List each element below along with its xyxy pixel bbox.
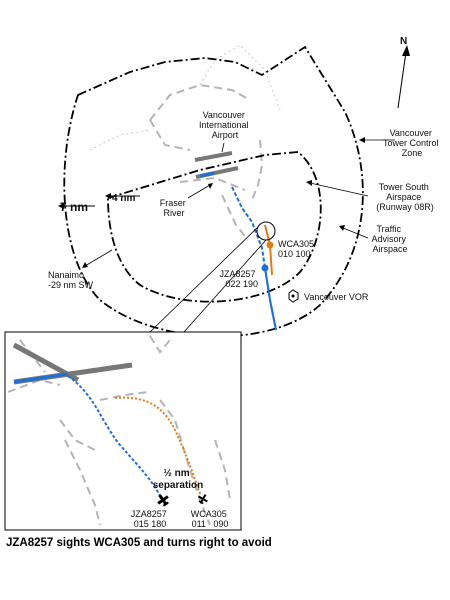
ring-7nm-arrowhead bbox=[58, 203, 64, 209]
nanaimo-label: Nanaimo -29 nm SW bbox=[48, 270, 94, 290]
inset-leader-left bbox=[149, 225, 260, 333]
jza8257-main-label: JZA8257 022 190 bbox=[219, 269, 258, 289]
fraser-river-callout-head bbox=[208, 183, 213, 189]
inset-wca305-aircraft-icon bbox=[198, 494, 208, 505]
vor-icon bbox=[288, 289, 299, 303]
north-arrow-head bbox=[402, 45, 410, 56]
north-label: N bbox=[400, 36, 407, 47]
traffic-advisory-callout-head bbox=[339, 225, 345, 231]
wca305-main-label: WCA305 010 100 bbox=[278, 239, 317, 259]
north-arrow-shaft bbox=[397, 51, 407, 109]
tower-control-zone-boundary bbox=[63, 45, 364, 338]
runway-north bbox=[194, 151, 233, 162]
inset-jza8257-track bbox=[67, 375, 161, 497]
airport-callout bbox=[221, 142, 225, 153]
coastline-fine bbox=[89, 44, 281, 151]
ring-7nm-label: 7 nm bbox=[60, 200, 88, 214]
coastline bbox=[149, 83, 264, 241]
inset-jza8257-aircraft-icon bbox=[157, 494, 169, 507]
inset-coastline bbox=[7, 335, 231, 526]
runway-south-blue bbox=[199, 171, 215, 178]
jza8257-aircraft-dot bbox=[261, 264, 269, 272]
inset-runway-south-blue bbox=[13, 372, 69, 384]
jza8257-track-solid bbox=[264, 267, 277, 331]
inset-map: ½ nm separation JZA8257 015 180 WCA305 0… bbox=[4, 331, 242, 531]
wca305-aircraft-dot bbox=[266, 241, 274, 249]
figure-caption: JZA8257 sights WCA305 and turns right to… bbox=[6, 537, 272, 549]
tower-south-label: Tower South Airspace (Runway 08R) bbox=[376, 182, 434, 212]
inset-leader-right bbox=[183, 239, 267, 333]
nanaimo-callout bbox=[84, 249, 113, 267]
tower-south-callout bbox=[309, 182, 369, 197]
ring-4nm-label: 4 nm bbox=[112, 193, 135, 204]
tower-south-callout-head bbox=[306, 180, 312, 186]
airport-label: Vancouver International Airport bbox=[199, 110, 251, 140]
traffic-advisory-label: Traffic Advisory Airspace bbox=[371, 224, 408, 254]
inset-wca305-track bbox=[114, 396, 201, 495]
fraser-river-callout bbox=[187, 184, 211, 199]
fraser-river-label: Fraser River bbox=[160, 198, 189, 218]
inset-wca305-label: WCA305 011 090 bbox=[191, 509, 230, 529]
inset-jza8257-label: JZA8257 015 180 bbox=[131, 509, 170, 529]
traffic-advisory-callout bbox=[342, 227, 369, 239]
ring-4nm-arrowhead bbox=[105, 193, 111, 199]
tower-control-zone-callout-head bbox=[359, 137, 365, 143]
vor-label: Vancouver VOR bbox=[304, 292, 369, 302]
separation-label: ½ nm separation bbox=[153, 468, 204, 491]
main-map: N Vancouver International Airport Fraser… bbox=[48, 36, 441, 338]
tower-control-zone-label: Vancouver Tower Control Zone bbox=[383, 128, 441, 158]
nanaimo-callout-head bbox=[82, 262, 88, 268]
jza8257-track-main bbox=[231, 186, 277, 331]
